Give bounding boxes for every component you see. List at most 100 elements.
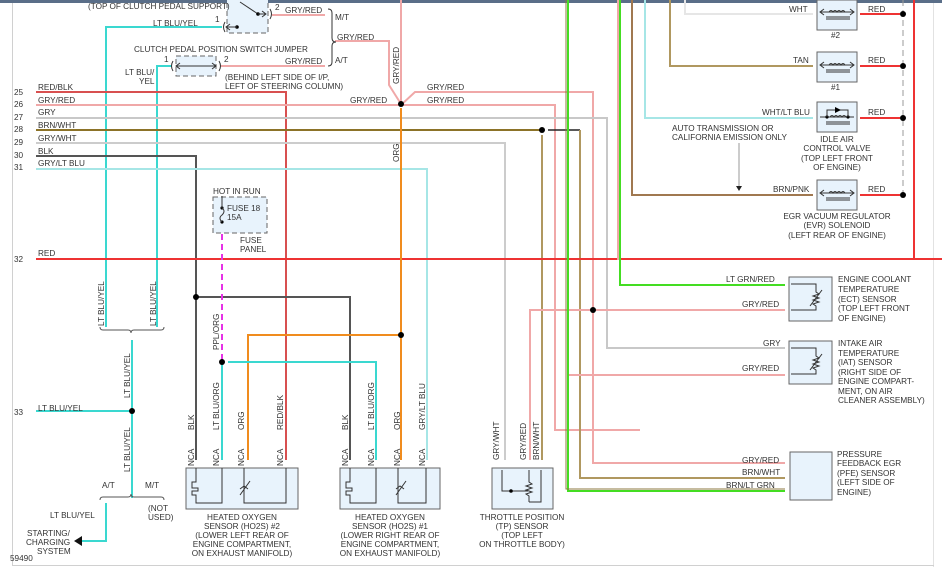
wire-label: GRY/RED bbox=[742, 364, 779, 373]
wire-label: BRN/LT GRN bbox=[726, 481, 775, 490]
wire-label: LT BLU/YEL bbox=[123, 353, 132, 398]
wire-ltbluyel-jumper bbox=[156, 65, 172, 327]
wire-label: PPL/ORG bbox=[212, 314, 221, 350]
wire-gry-red-tp bbox=[529, 309, 593, 460]
wire-31-gry-lt-blu bbox=[36, 168, 428, 460]
component-label: (LOWER LEFT REAR OF bbox=[195, 531, 289, 540]
pin-label: NCA bbox=[341, 448, 350, 466]
ltbluyel-brace bbox=[99, 326, 165, 334]
pin-number: 1 bbox=[215, 15, 220, 24]
component-label: (TOP LEFT bbox=[501, 531, 543, 540]
splice-dot bbox=[398, 101, 404, 107]
row-number: 32 bbox=[14, 255, 24, 264]
injector-1 bbox=[816, 51, 858, 83]
component-label: HEATED OXYGEN bbox=[207, 513, 277, 522]
wire-label: LT BLU/YEL bbox=[38, 404, 83, 413]
wire-label: LT BLU/YEL bbox=[149, 281, 158, 326]
component-label: MENT, ON AIR bbox=[838, 387, 893, 396]
wire-label: LT BLU/YEL bbox=[50, 511, 95, 520]
wire-30b-blk bbox=[196, 296, 351, 460]
fuse-panel-label: PANEL bbox=[240, 245, 267, 254]
ect-sensor bbox=[788, 276, 833, 322]
wire-label: GRY/RED bbox=[38, 96, 75, 105]
wire-brn-lt-grn bbox=[567, 0, 785, 492]
row-number: 25 bbox=[14, 88, 24, 97]
note-arrowhead-icon bbox=[736, 186, 742, 191]
wire-label: GRY/RED bbox=[742, 456, 779, 465]
wire-brn-lt-grn-inner bbox=[565, 0, 785, 490]
row-number: 30 bbox=[14, 151, 24, 160]
starting-system-arrow-icon bbox=[74, 536, 82, 546]
wire-label: BLK bbox=[341, 414, 350, 430]
note-label: AUTO TRANSMISSION OR bbox=[672, 124, 774, 133]
component-label: CLEANER ASSEMBLY) bbox=[838, 396, 925, 405]
splice-dot bbox=[590, 307, 596, 313]
variant-label: M/T bbox=[335, 13, 349, 22]
row-number: 27 bbox=[14, 113, 24, 122]
splice-points bbox=[129, 11, 906, 414]
wire-label: RED/BLK bbox=[38, 83, 74, 92]
variant-label: M/T bbox=[145, 481, 159, 490]
splice-dot bbox=[129, 408, 135, 414]
wire-wht bbox=[684, 0, 813, 15]
destination-label: STARTING/ bbox=[27, 529, 71, 538]
splice-dot bbox=[193, 294, 199, 300]
egr-vacuum-regulator-solenoid bbox=[816, 179, 858, 211]
wire-label: ORG bbox=[393, 411, 402, 430]
wire-label: GRY/RED bbox=[392, 47, 401, 84]
component-label: (LOWER RIGHT REAR OF bbox=[340, 531, 439, 540]
wire-label: LT GRN/RED bbox=[726, 275, 775, 284]
component-label: TEMPERATURE bbox=[838, 349, 900, 358]
not-used-label: (NOT bbox=[148, 504, 168, 513]
pin-label: NCA bbox=[367, 448, 376, 466]
component-label: (IAT) SENSOR bbox=[838, 358, 893, 367]
wire-30-blk bbox=[36, 155, 197, 460]
wire-gry-red-pfe bbox=[592, 310, 785, 464]
jumper-title: CLUTCH PEDAL POSITION SWITCH JUMPER bbox=[134, 45, 308, 54]
wire-label: GRY/RED bbox=[350, 96, 387, 105]
splice-dot bbox=[398, 332, 404, 338]
row-number: 26 bbox=[14, 100, 24, 109]
wire-wht-lt-blu bbox=[644, 0, 813, 119]
component-label: HEATED OXYGEN bbox=[355, 513, 425, 522]
component-label: ENGINE COMPART- bbox=[838, 377, 914, 386]
ho2s-1-sensor bbox=[339, 467, 441, 510]
splice-dot bbox=[900, 63, 906, 69]
wire-label: LT BLU/ bbox=[125, 68, 155, 77]
wire-label: RED bbox=[868, 108, 885, 117]
not-used-label: USED) bbox=[148, 513, 174, 522]
component-label: CONTROL VALVE bbox=[803, 144, 871, 153]
note-label: CALIFORNIA EMISSION ONLY bbox=[672, 133, 787, 142]
component-label: (PFE) SENSOR bbox=[837, 469, 895, 478]
component-label: (TOP LEFT FRONT bbox=[801, 154, 873, 163]
wire-label: BLK bbox=[38, 147, 54, 156]
wire-label: LT BLU/ORG bbox=[367, 382, 376, 430]
wire-lt-grn-red bbox=[619, 0, 785, 286]
window-top-bar bbox=[0, 0, 942, 3]
component-label: TEMPERATURE bbox=[838, 285, 900, 294]
wire-label: BLK bbox=[187, 414, 196, 430]
wire-label: WHT/LT BLU bbox=[762, 108, 810, 117]
wire-label: LT BLU/ORG bbox=[212, 382, 221, 430]
fuse-rating: 15A bbox=[227, 213, 242, 222]
wire-label: GRY/WHT bbox=[492, 421, 501, 460]
pin-label: NCA bbox=[418, 448, 427, 466]
pin-label: NCA bbox=[393, 448, 402, 466]
pin-label: NCA bbox=[212, 448, 221, 466]
variant-label: A/T bbox=[335, 56, 348, 65]
component-label: IDLE AIR bbox=[820, 135, 854, 144]
component-label: ENGINE COOLANT bbox=[838, 275, 911, 284]
splice-dot bbox=[900, 115, 906, 121]
wire-28-brn-wht-pfe bbox=[579, 130, 785, 479]
wire-label: GRY/WHT bbox=[38, 134, 77, 143]
component-label: (RIGHT SIDE OF bbox=[838, 368, 901, 377]
variant-label: A/T bbox=[102, 481, 115, 490]
wire-25-red-blk bbox=[36, 91, 287, 460]
wire-label: WHT bbox=[789, 5, 808, 14]
splice-dot bbox=[539, 127, 545, 133]
wire-label: GRY/RED bbox=[285, 57, 322, 66]
wires-layer bbox=[36, 0, 942, 542]
pfe-sensor bbox=[789, 451, 833, 501]
wire-label: GRY/RED bbox=[337, 33, 374, 42]
component-label: (TP) SENSOR bbox=[496, 522, 549, 531]
